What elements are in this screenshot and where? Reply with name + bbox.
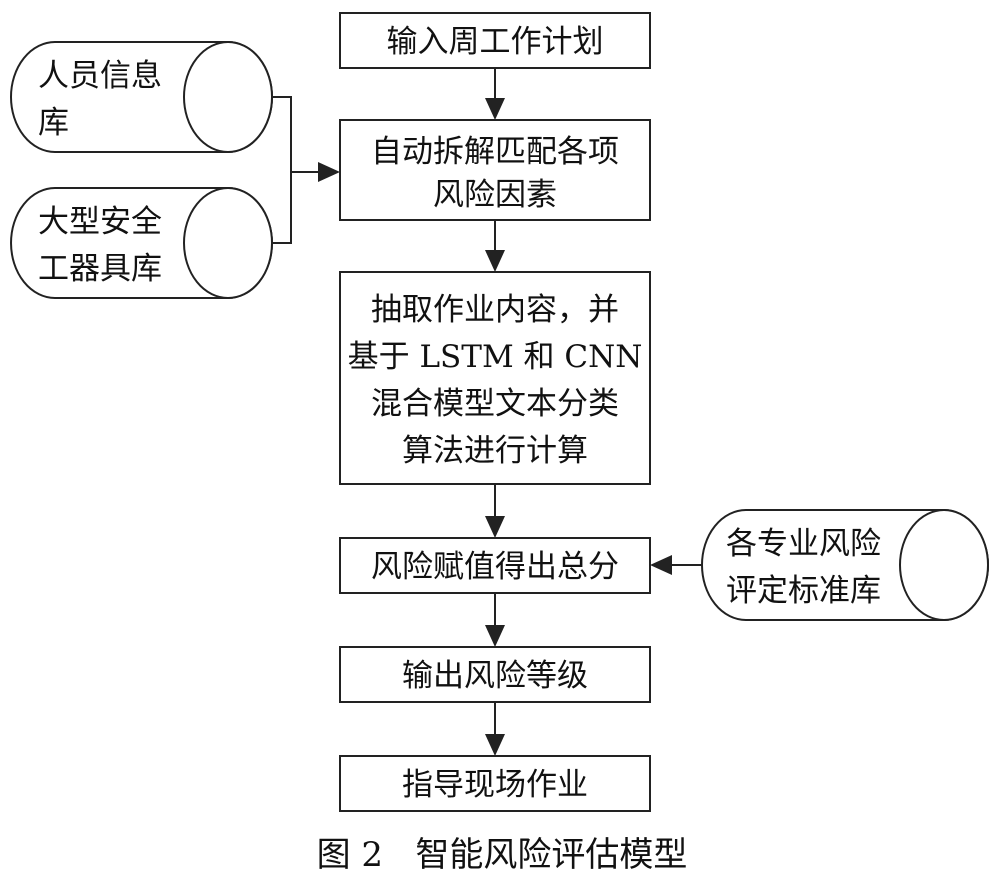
box-extract-line-4: 算法进行计算: [402, 433, 588, 469]
database-personnel-line-1: 人员信息: [38, 58, 162, 94]
figure-caption: 图 2 智能风险评估模型: [317, 835, 688, 875]
arrowhead-standards-to-score: [650, 555, 672, 575]
connector-databases-to-match: [272, 96, 340, 244]
arrowhead-match-to-extract: [485, 250, 505, 272]
box-guide-work: 指导现场作业: [339, 755, 651, 812]
database-standards-line-1: 各专业风险: [726, 526, 881, 562]
box-auto-match: 自动拆解匹配各项 风险因素: [339, 119, 651, 221]
arrowhead-score-to-output: [485, 625, 505, 647]
database-standards-line-2: 评定标准库: [726, 573, 881, 609]
arrowhead-extract-to-score: [485, 516, 505, 538]
box-output-level: 输出风险等级: [339, 646, 651, 703]
box-auto-match-line-1: 自动拆解匹配各项: [371, 134, 619, 170]
database-tools-line-1: 大型安全: [38, 204, 162, 240]
box-input-plan-line-1: 输入周工作计划: [387, 24, 604, 60]
database-tools-line-2: 工器具库: [38, 251, 162, 287]
box-extract-line-1: 抽取作业内容，并: [371, 292, 619, 328]
database-personnel: 人员信息 库: [10, 41, 273, 153]
box-guide-work-line-1: 指导现场作业: [402, 767, 588, 803]
box-output-level-line-1: 输出风险等级: [402, 658, 588, 694]
box-risk-score-line-1: 风险赋值得出总分: [371, 549, 619, 585]
box-risk-score: 风险赋值得出总分: [339, 537, 651, 594]
arrowhead-output-to-guide: [485, 734, 505, 756]
arrowhead-input-to-match: [485, 98, 505, 120]
box-extract-line-3: 混合模型文本分类: [371, 386, 619, 422]
database-tools: 大型安全 工器具库: [10, 187, 273, 299]
box-input-plan: 输入周工作计划: [339, 12, 651, 69]
database-standards: 各专业风险 评定标准库: [701, 509, 989, 621]
box-extract-line-2: 基于 LSTM 和 CNN: [348, 339, 643, 375]
box-extract-classify: 抽取作业内容，并 基于 LSTM 和 CNN 混合模型文本分类 算法进行计算: [339, 271, 651, 485]
box-auto-match-line-2: 风险因素: [433, 177, 557, 213]
database-personnel-line-2: 库: [38, 105, 69, 141]
